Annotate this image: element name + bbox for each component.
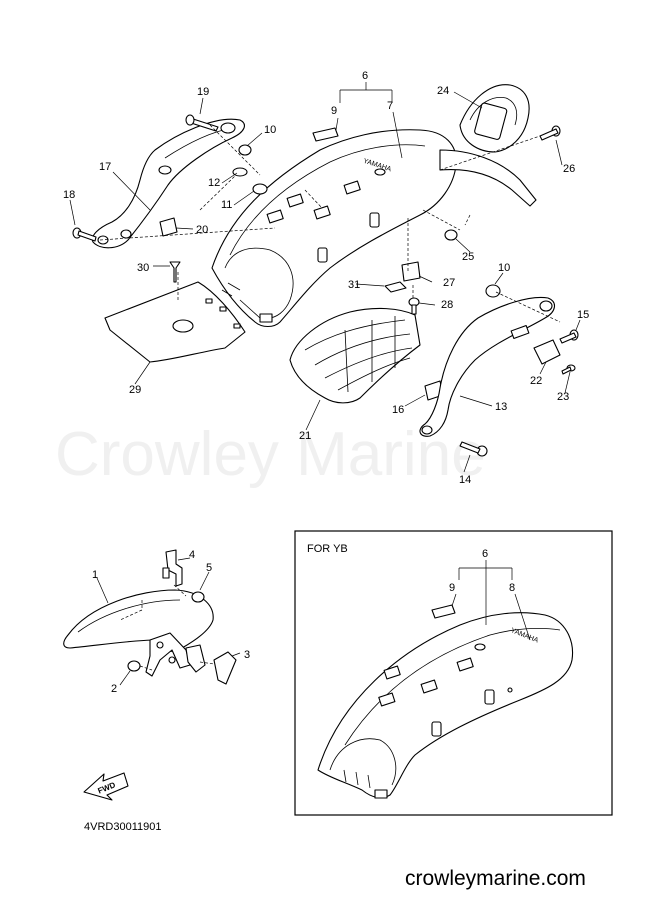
diagram-code: 4VRD30011901: [84, 821, 161, 833]
callout-16: 16: [392, 404, 404, 416]
tail-light: [439, 84, 537, 207]
bolt-15: [559, 329, 579, 344]
inset-callout-8: 8: [509, 582, 515, 594]
callout-1: 1: [92, 569, 98, 581]
callout-21: 21: [299, 430, 311, 442]
nut-31: [384, 281, 407, 293]
callout-25: 25: [462, 251, 474, 263]
bolt-2: [127, 660, 141, 672]
callout-23: 23: [557, 391, 569, 403]
bolt-14: [459, 441, 488, 457]
watermark: Crowley Marine: [55, 420, 486, 489]
leader-lines-top: [69, 82, 581, 473]
grab-rail-right: [419, 296, 555, 437]
clip-27: [401, 261, 421, 282]
inset-callout-6: 6: [482, 548, 488, 560]
pad-20: [159, 217, 178, 237]
callout-11: 11: [221, 199, 232, 211]
callout-29: 29: [129, 384, 141, 396]
callout-2: 2: [111, 683, 117, 695]
rear-fender: YAMAHA: [211, 129, 457, 328]
site-url: crowleymarine.com: [405, 867, 586, 890]
reflector-3: [213, 651, 237, 685]
callout-7: 7: [387, 100, 393, 112]
callout-19: 19: [197, 86, 209, 98]
callout-15: 15: [577, 309, 589, 321]
inner-fender-21: [289, 307, 421, 404]
callout-10b: 10: [498, 262, 510, 274]
callout-12: 12: [208, 177, 220, 189]
callout-9: 9: [331, 105, 337, 117]
grommet-11: [252, 183, 268, 195]
collar-10a: [238, 144, 252, 156]
callout-24: 24: [437, 85, 449, 97]
callout-6: 6: [362, 70, 368, 82]
callout-3: 3: [244, 649, 250, 661]
callout-18: 18: [63, 189, 75, 201]
bolt-19: [185, 114, 219, 132]
fwd-arrow-icon: FWD: [83, 772, 129, 801]
callout-28: 28: [441, 299, 453, 311]
callout-4: 4: [189, 549, 195, 561]
callout-27: 27: [443, 277, 455, 289]
washer-12: [232, 167, 248, 177]
screw-30: [169, 261, 181, 283]
front-fender: [63, 589, 214, 677]
bracket-4: [162, 549, 183, 587]
nut-25: [444, 229, 458, 241]
inset-title: FOR YB: [307, 543, 348, 555]
bracket-22: [533, 339, 561, 365]
inset-callout-9: 9: [449, 582, 455, 594]
grab-rail-left: [91, 118, 245, 249]
bolt-26: [539, 125, 561, 141]
callout-20: 20: [196, 224, 208, 236]
collar-10b: [485, 284, 501, 298]
callout-17: 17: [99, 161, 111, 173]
callout-5: 5: [206, 562, 212, 574]
callout-26: 26: [563, 163, 575, 175]
mud-flap-29: [104, 281, 246, 363]
callout-22: 22: [530, 375, 542, 387]
screw-23: [561, 364, 576, 375]
callout-30: 30: [137, 262, 149, 274]
callout-10a: 10: [264, 124, 276, 136]
inset-for-yb: FOR YB YAMAHA 6 9 8: [294, 530, 613, 816]
callout-14: 14: [459, 474, 471, 486]
bolt-18: [72, 227, 97, 242]
callout-31: 31: [348, 279, 360, 291]
decal-9: [312, 127, 339, 142]
callout-13: 13: [495, 401, 507, 413]
bolt-5: [191, 591, 205, 603]
bolt-28: [408, 297, 420, 315]
